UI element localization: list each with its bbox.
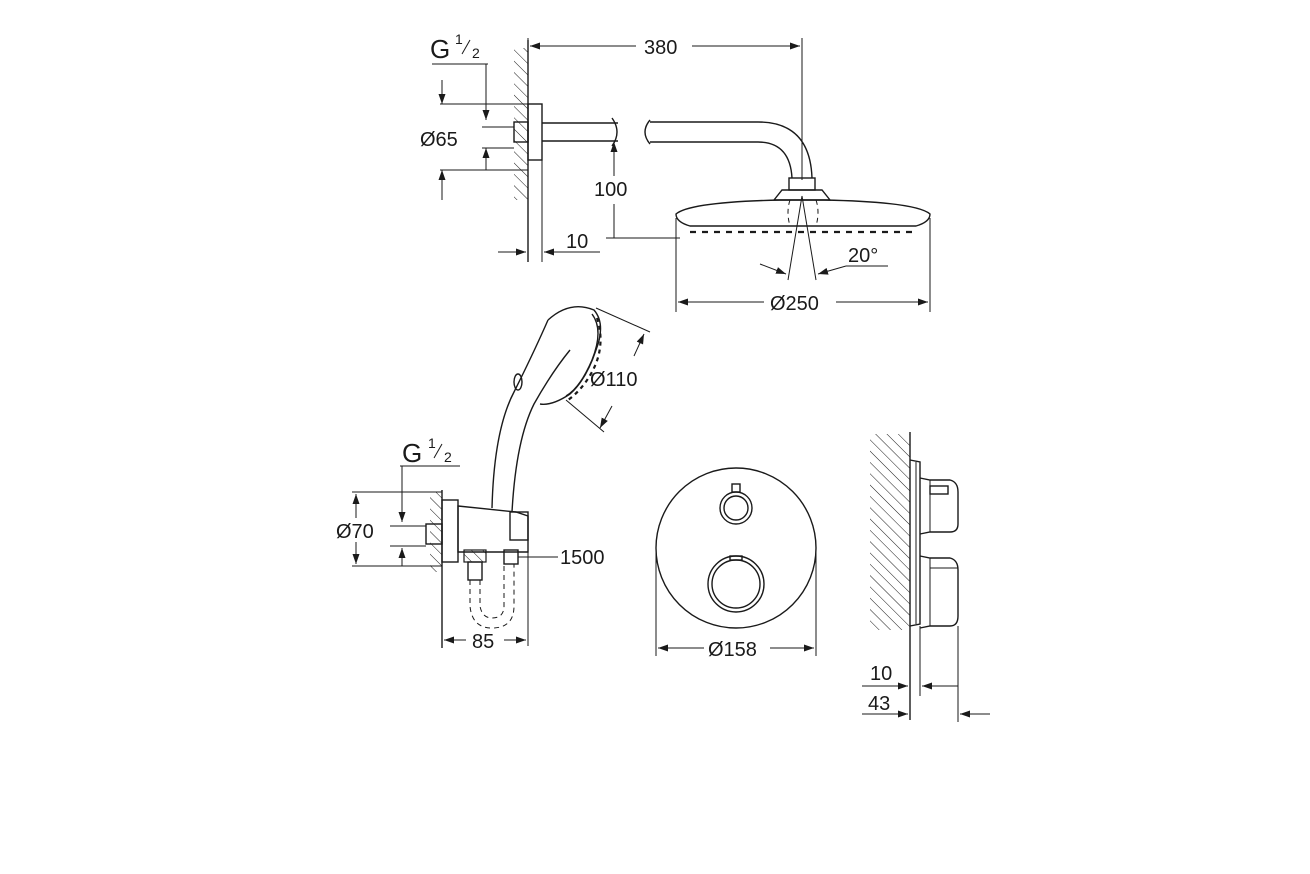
head-diameter: Ø250 bbox=[770, 293, 819, 315]
head-thread-num: 1 bbox=[455, 31, 463, 47]
hose-hidden-inner bbox=[479, 564, 505, 619]
hand-hose-length: 1500 bbox=[560, 547, 605, 569]
hand-elbow-diameter: Ø70 bbox=[336, 521, 374, 543]
head-flange-diameter: Ø65 bbox=[420, 129, 458, 151]
arm-break-right bbox=[644, 119, 651, 145]
wall-hatch bbox=[430, 492, 442, 572]
holder-elbow bbox=[457, 505, 529, 553]
hand-thread-den: 2 bbox=[444, 449, 452, 465]
wall-connector bbox=[513, 121, 529, 143]
shower-arm-straight bbox=[542, 122, 618, 142]
head-thread-g: G bbox=[430, 34, 450, 64]
head-shower-body bbox=[675, 199, 931, 227]
hand-thread-g: G bbox=[402, 438, 422, 468]
angle-ray bbox=[801, 195, 817, 281]
hand-head-diameter: Ø110 bbox=[590, 369, 637, 391]
wall-hatch bbox=[514, 48, 528, 200]
handle-inner bbox=[511, 349, 571, 513]
hand-head-nozzles bbox=[567, 317, 602, 401]
hand-shower-view: Ø110 G 1 2 Ø70 1500 85 bbox=[336, 306, 651, 653]
side-plate-depth: 10 bbox=[870, 663, 892, 685]
thermostat-side-view: 10 43 bbox=[862, 432, 990, 722]
holder-clamp bbox=[509, 511, 529, 541]
hand-head-face bbox=[565, 313, 599, 397]
side-stop-knob bbox=[919, 477, 959, 535]
dim-arrow bbox=[599, 405, 613, 429]
spray-switch bbox=[513, 373, 523, 391]
arm-break-left bbox=[611, 117, 618, 147]
head-drop-height: 100 bbox=[594, 179, 627, 201]
hose-hidden bbox=[469, 564, 515, 629]
head-tilt-angle: 20° bbox=[848, 245, 878, 267]
hose-nut bbox=[463, 549, 487, 563]
head-wall-offset: 10 bbox=[566, 231, 588, 253]
hand-projection: 85 bbox=[472, 631, 494, 653]
side-plate bbox=[909, 459, 921, 627]
stop-valve-marker bbox=[731, 483, 741, 493]
angle-ray bbox=[787, 195, 803, 281]
angle-arrow bbox=[759, 263, 787, 275]
thermostat-plate-diameter: Ø158 bbox=[708, 639, 757, 661]
head-shower-view: G 1 2 Ø65 380 100 10 bbox=[420, 31, 931, 315]
wall-hatch bbox=[870, 434, 910, 630]
hub-hidden-lines bbox=[787, 199, 819, 227]
side-stop-knob-collar bbox=[929, 485, 949, 495]
temperature-marker bbox=[729, 555, 743, 561]
temperature-knob-inner bbox=[711, 559, 761, 609]
hand-thread-slash bbox=[433, 443, 443, 459]
shower-arm-bend-inner bbox=[650, 141, 793, 179]
stop-valve-knob-inner bbox=[723, 495, 749, 521]
ext-line bbox=[565, 399, 605, 433]
handle-outer bbox=[491, 319, 549, 509]
temperature-knob bbox=[707, 555, 765, 613]
shower-arm-bend-outer bbox=[650, 121, 813, 179]
head-arm-length: 380 bbox=[644, 37, 677, 59]
wall-flange bbox=[527, 103, 543, 161]
ext-line bbox=[595, 307, 651, 333]
side-temp-knob bbox=[919, 555, 959, 629]
head-thread-den: 2 bbox=[472, 45, 480, 61]
side-handle-depth: 43 bbox=[868, 693, 890, 715]
angle-arrow bbox=[817, 265, 847, 275]
thermostat-front-view: Ø158 bbox=[655, 467, 817, 661]
hand-thread-num: 1 bbox=[428, 435, 436, 451]
wall-outlet-connector bbox=[425, 523, 443, 545]
head-thread-slash bbox=[461, 39, 471, 55]
dim-arrow bbox=[633, 333, 645, 357]
hose-ferrule bbox=[467, 561, 483, 581]
stop-valve-knob bbox=[719, 491, 753, 525]
thermostat-plate bbox=[655, 467, 817, 629]
wall-outlet-plate bbox=[441, 499, 459, 563]
